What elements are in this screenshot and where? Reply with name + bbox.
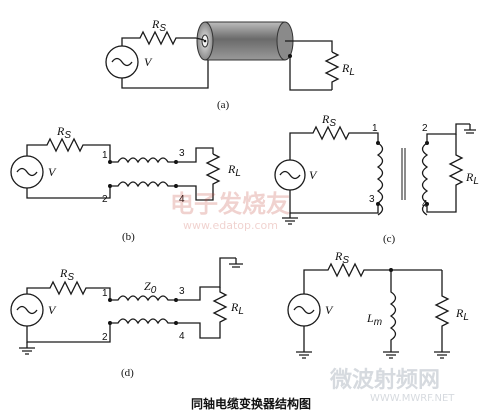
svg-text:WWW.MWRF.NET: WWW.MWRF.NET xyxy=(370,393,455,404)
ground-c xyxy=(282,213,298,225)
svg-text:1: 1 xyxy=(372,123,378,134)
svg-text:2: 2 xyxy=(422,123,428,134)
svg-text:Lm: Lm xyxy=(366,311,382,328)
svg-text:RS: RS xyxy=(59,266,74,283)
coil-top-b xyxy=(110,157,176,164)
resistor-rl-a xyxy=(324,51,340,90)
panel-b: RS V RL 1 2 3 4 (b) xyxy=(10,124,241,243)
transformer-core-c xyxy=(401,148,406,200)
resistor-rl-d xyxy=(176,287,228,339)
svg-text:RL: RL xyxy=(455,306,469,323)
caption-b: (b) xyxy=(122,231,135,243)
svg-text:电子发烧友: 电子发烧友 xyxy=(170,190,290,218)
panel-equivalent: RS V Lm RL xyxy=(287,249,469,359)
panel-c: RS V RL 1 3 2 4 (c) xyxy=(274,112,479,245)
figure-title: 同轴电缆变换器结构图 xyxy=(191,396,311,411)
svg-text:1: 1 xyxy=(102,288,108,299)
svg-text:RL: RL xyxy=(230,300,244,317)
svg-text:V: V xyxy=(309,168,318,182)
watermark-center: 电子发烧友 www.edatop.com xyxy=(170,190,290,232)
resistor-rs-c xyxy=(289,125,379,160)
svg-text:RS: RS xyxy=(151,17,166,34)
coax-cable xyxy=(196,21,294,61)
caption-d: (d) xyxy=(121,367,134,379)
svg-text:RS: RS xyxy=(56,124,71,141)
svg-text:RL: RL xyxy=(227,162,241,179)
svg-text:www.edatop.com: www.edatop.com xyxy=(183,219,278,232)
panel-d: RS V Z0 RL 1 2 3 4 (d) xyxy=(10,257,244,379)
resistor-rs-b xyxy=(26,137,111,162)
panel-a: RS V RL (a) xyxy=(105,17,355,111)
svg-text:V: V xyxy=(325,303,334,317)
ground-e1 xyxy=(296,348,312,359)
svg-text:4: 4 xyxy=(179,331,185,342)
coil-bottom-b xyxy=(110,181,176,188)
ground-d-top xyxy=(229,258,243,268)
resistor-rs-d xyxy=(26,280,111,300)
resistor-rs-a xyxy=(121,30,196,46)
svg-text:微波射频网: 微波射频网 xyxy=(329,367,440,393)
ground-e2 xyxy=(383,351,399,359)
svg-text:V: V xyxy=(144,55,153,69)
svg-text:V: V xyxy=(48,303,57,317)
watermark-corner: 微波射频网 WWW.MWRF.NET xyxy=(329,367,455,404)
ground-c-top xyxy=(464,124,476,134)
svg-text:2: 2 xyxy=(102,194,108,205)
resistor-rl-b xyxy=(176,153,221,201)
svg-text:3: 3 xyxy=(179,286,185,297)
coil-top-d xyxy=(110,295,176,302)
svg-text:3: 3 xyxy=(369,194,375,205)
svg-text:V: V xyxy=(48,165,57,179)
resistor-rl-c xyxy=(426,134,464,213)
caption-a: (a) xyxy=(217,99,230,111)
ground-e3 xyxy=(434,351,450,359)
svg-text:4: 4 xyxy=(179,194,185,205)
coil-bottom-d xyxy=(110,318,176,325)
caption-c: (c) xyxy=(383,233,396,245)
svg-text:RS: RS xyxy=(334,249,349,266)
svg-text:4: 4 xyxy=(422,199,428,210)
svg-text:RS: RS xyxy=(321,112,336,129)
inductor-lm-e xyxy=(389,270,397,352)
svg-text:RL: RL xyxy=(341,61,355,78)
resistor-rl-e xyxy=(434,270,450,352)
svg-text:Z0: Z0 xyxy=(144,279,157,296)
svg-text:RL: RL xyxy=(465,170,479,187)
ground-d xyxy=(19,342,35,355)
svg-text:2: 2 xyxy=(102,332,108,343)
svg-text:3: 3 xyxy=(179,148,185,159)
resistor-rs-e xyxy=(303,262,442,294)
svg-text:1: 1 xyxy=(102,150,108,161)
